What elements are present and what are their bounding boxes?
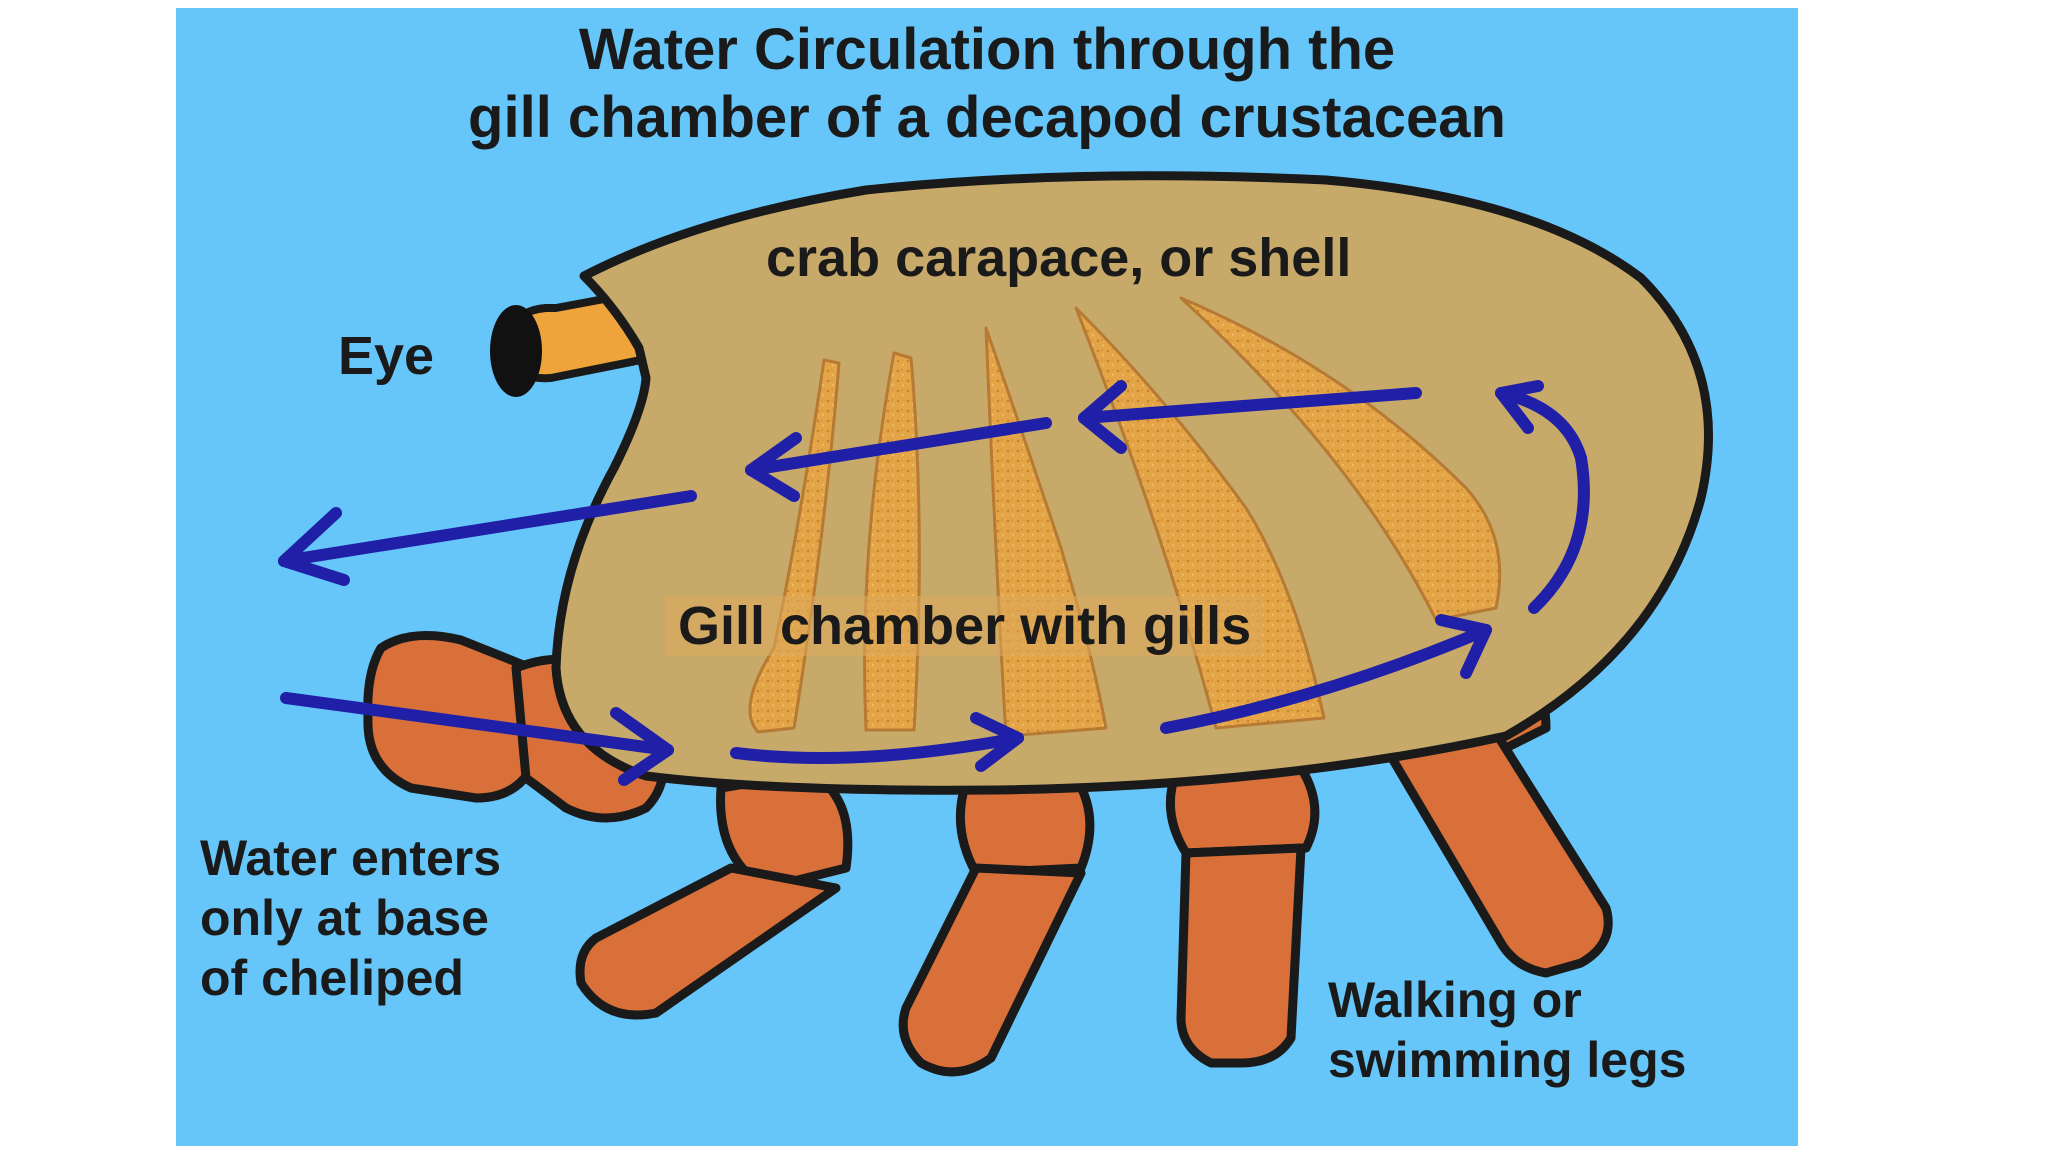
water-flow-arrow: [610, 707, 674, 786]
water-flow-arrow: [278, 507, 350, 586]
water-flow-arrow: [1078, 380, 1127, 454]
water-flow-arrow: [1435, 614, 1492, 679]
water-flow-arrow: [280, 692, 674, 756]
diagram-svg: [176, 8, 1798, 1146]
water-flow-arrow: [1078, 387, 1422, 424]
label-eye: Eye: [338, 326, 435, 386]
water-flow-arrow: [970, 712, 1024, 772]
label-carapace: crab carapace, or shell: [766, 228, 1352, 288]
label-gill-chamber: Gill chamber with gills: [666, 596, 1264, 656]
water-flow-arrow: [1160, 624, 1492, 734]
label-water-enters: Water enters only at base of cheliped: [200, 830, 502, 1006]
water-flow-arrow: [278, 490, 697, 567]
water-flow-arrow: [1495, 387, 1590, 614]
water-flow-arrow: [730, 732, 1024, 764]
water-flow-arrow: [745, 417, 1052, 476]
water-flow-arrow: [1495, 380, 1544, 434]
label-legs: Walking or swimming legs: [1328, 972, 1687, 1088]
water-flow-arrows: [278, 380, 1590, 786]
diagram-title: Water Circulation through the gill chamb…: [468, 17, 1506, 150]
diagram-panel: Water Circulation through the gill chamb…: [176, 8, 1798, 1146]
water-flow-arrow: [745, 432, 802, 502]
